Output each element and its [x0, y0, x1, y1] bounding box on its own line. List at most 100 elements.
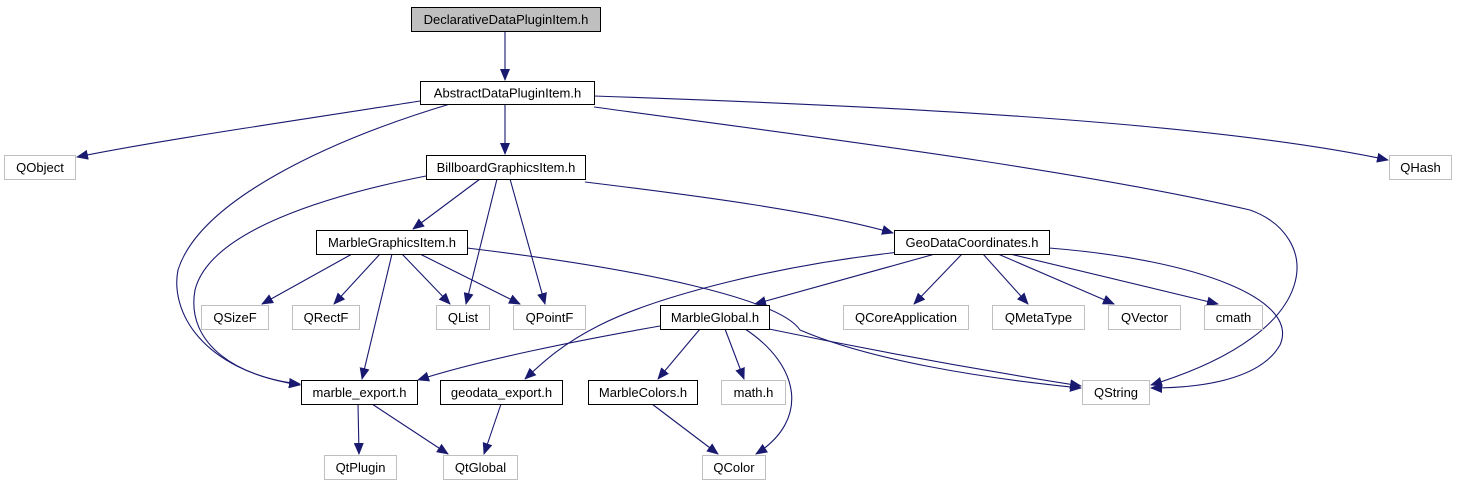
node-qsizef: QSizeF — [201, 305, 269, 330]
node-box-qpointf — [513, 305, 586, 330]
node-label-marblegraphics: MarbleGraphicsItem.h — [328, 235, 456, 250]
node-geodatacoords[interactable]: GeoDataCoordinates.h — [894, 230, 1050, 255]
edge-billboard-to-marblegraphics — [412, 178, 481, 230]
edge-marblecolors-to-qcolor — [651, 403, 719, 455]
node-mathh: math.h — [721, 380, 786, 405]
node-qtglobal: QtGlobal — [443, 455, 518, 480]
edge-marblegraphics-to-qlist — [401, 253, 451, 305]
node-qmetatype: QMetaType — [992, 305, 1085, 330]
edge-marbleglobal-to-qcolor — [744, 328, 793, 455]
edge-abstract-to-qhash — [593, 95, 1389, 163]
node-label-qhash: QHash — [1400, 160, 1440, 175]
node-box-qtglobal — [443, 455, 518, 480]
node-label-marblecolors: MarbleColors.h — [599, 385, 687, 400]
node-marblecolors[interactable]: MarbleColors.h — [588, 380, 698, 405]
node-label-mathh: math.h — [734, 385, 774, 400]
node-qrectf: QRectF — [292, 305, 360, 330]
edge-marbleexport-to-qtglobal — [371, 403, 449, 455]
node-declarative[interactable]: DeclarativeDataPluginItem.h — [411, 7, 601, 32]
node-label-qobject: QObject — [16, 160, 64, 175]
node-box-marbleexport — [301, 380, 418, 405]
node-label-qstring: QString — [1094, 385, 1138, 400]
node-box-qstring — [1082, 380, 1150, 405]
node-box-qrectf — [292, 305, 360, 330]
edge-marblegraphics-to-qrectf — [333, 253, 381, 305]
edge-geodatacoords-to-qcoreapp — [913, 253, 963, 305]
node-box-geodataexport — [440, 380, 563, 405]
node-qhash: QHash — [1389, 155, 1452, 180]
node-label-qlist: QList — [448, 310, 479, 325]
node-abstract[interactable]: AbstractDataPluginItem.h — [420, 81, 595, 105]
node-box-marbleglobal — [660, 305, 770, 330]
node-label-qtplugin: QtPlugin — [336, 460, 386, 475]
node-label-cmath: cmath — [1216, 310, 1251, 325]
edge-geodatacoords-to-qvector — [997, 253, 1115, 305]
node-qobject: QObject — [4, 155, 76, 180]
edge-marblegraphics-to-qpointf — [419, 253, 521, 305]
node-label-geodatacoords: GeoDataCoordinates.h — [906, 235, 1039, 250]
node-label-declarative: DeclarativeDataPluginItem.h — [424, 12, 589, 27]
node-qstring: QString — [1082, 380, 1150, 405]
edge-geodataexport-to-qtglobal — [482, 403, 502, 455]
node-label-marbleglobal: MarbleGlobal.h — [671, 310, 759, 325]
node-box-abstract — [420, 81, 595, 105]
node-box-qlist — [436, 305, 490, 330]
edge-marbleglobal-to-marbleexport — [417, 325, 661, 382]
edge-geodatacoords-to-geodataexport — [524, 251, 901, 380]
node-qtplugin: QtPlugin — [324, 455, 397, 480]
node-box-qhash — [1389, 155, 1452, 180]
node-box-qobject — [4, 155, 76, 180]
edge-billboard-to-marbleexport — [193, 175, 427, 388]
node-qpointf: QPointF — [513, 305, 586, 330]
node-label-abstract: AbstractDataPluginItem.h — [434, 86, 581, 101]
edge-billboard-to-qpointf — [509, 178, 547, 305]
node-box-cmath — [1204, 305, 1263, 330]
edge-marbleglobal-to-qstring — [768, 328, 1082, 390]
node-qvector: QVector — [1108, 305, 1181, 330]
edge-billboard-to-qlist — [463, 178, 498, 305]
node-box-declarative — [411, 7, 601, 32]
node-cmath: cmath — [1204, 305, 1263, 330]
edge-marblegraphics-to-qstring — [466, 247, 1082, 392]
edge-abstract-to-qstring — [593, 106, 1298, 387]
edge-abstract-to-qobject — [76, 100, 421, 160]
node-label-qsizef: QSizeF — [213, 310, 256, 325]
edge-marblegraphics-to-qsizef — [261, 253, 353, 305]
node-box-billboard — [426, 155, 586, 180]
edge-billboard-to-geodatacoords — [584, 181, 894, 235]
node-qlist: QList — [436, 305, 490, 330]
edge-geodatacoords-to-qmetatype — [982, 253, 1029, 305]
node-box-qtplugin — [324, 455, 397, 480]
node-box-qcoreapp — [843, 305, 969, 330]
node-box-qvector — [1108, 305, 1181, 330]
node-label-billboard: BillboardGraphicsItem.h — [437, 160, 576, 175]
node-geodataexport[interactable]: geodata_export.h — [440, 380, 563, 405]
node-box-qsizef — [201, 305, 269, 330]
edge-abstract-to-marbleexport — [176, 103, 451, 389]
node-box-qcolor — [702, 455, 766, 480]
node-qcolor: QColor — [702, 455, 766, 480]
node-box-marblegraphics — [316, 230, 468, 255]
node-box-mathh — [721, 380, 786, 405]
nodes-layer: DeclarativeDataPluginItem.hAbstractDataP… — [4, 7, 1452, 480]
edge-marbleglobal-to-marblecolors — [657, 328, 701, 380]
node-box-geodatacoords — [894, 230, 1050, 255]
node-marbleexport[interactable]: marble_export.h — [301, 380, 418, 405]
node-label-qpointf: QPointF — [526, 310, 574, 325]
edges-layer — [76, 31, 1389, 455]
node-qcoreapp: QCoreApplication — [843, 305, 969, 330]
node-billboard[interactable]: BillboardGraphicsItem.h — [426, 155, 586, 180]
edge-geodatacoords-to-cmath — [1009, 253, 1219, 307]
node-marblegraphics[interactable]: MarbleGraphicsItem.h — [316, 230, 468, 255]
edge-marbleglobal-to-mathh — [724, 328, 745, 380]
node-label-qcoreapp: QCoreApplication — [855, 310, 957, 325]
node-label-qcolor: QColor — [713, 460, 755, 475]
node-label-geodataexport: geodata_export.h — [451, 385, 552, 400]
edge-marbleexport-to-qtplugin — [353, 403, 364, 455]
edge-geodatacoords-to-qstring — [1048, 247, 1283, 393]
node-box-qmetatype — [992, 305, 1085, 330]
node-box-marblecolors — [588, 380, 698, 405]
node-marbleglobal[interactable]: MarbleGlobal.h — [660, 305, 770, 330]
node-label-marbleexport: marble_export.h — [313, 385, 407, 400]
